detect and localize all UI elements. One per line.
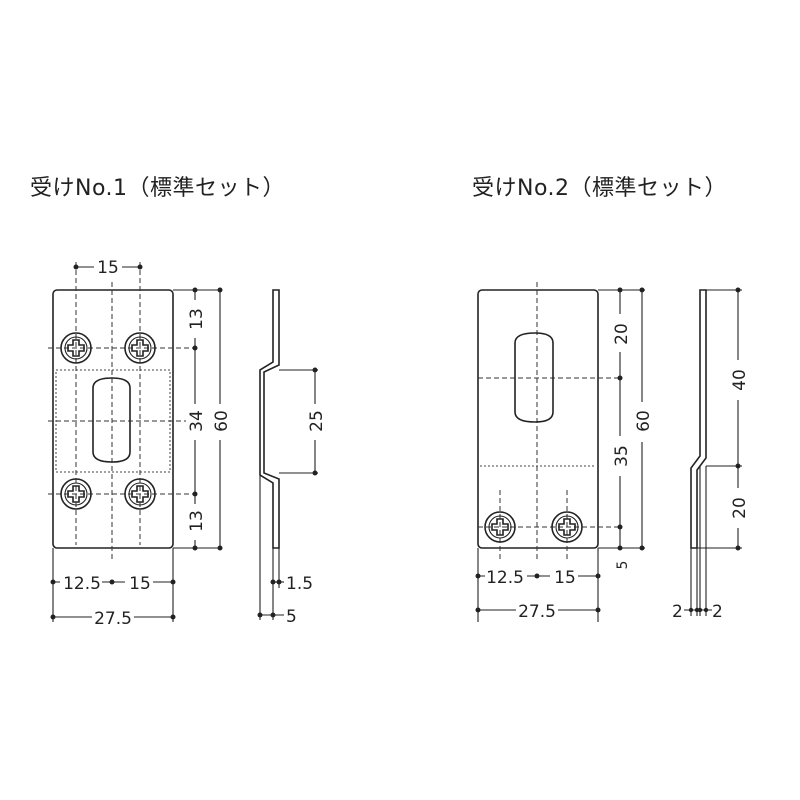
no1-dim-mid-height: 34: [187, 410, 207, 432]
no2-dim-bottom-left: 12.5: [486, 568, 524, 588]
no1-dim-bottom-spacing: 15: [129, 574, 151, 594]
title-no1: 受けNo.1（標準セット）: [30, 176, 286, 201]
no1-dim-side-height: 25: [307, 410, 327, 432]
no2-strike-slot: [514, 332, 554, 423]
no1-dim-total-height: 60: [212, 410, 232, 432]
no2-dim-bottom-spacing: 15: [554, 568, 576, 588]
no2-dim-side-left: 2: [672, 602, 683, 622]
no1-side-view: 25 1.5 5: [257, 289, 327, 627]
no2-dim-bottom-margin: 5: [615, 561, 631, 570]
no1-dim-bottom-margin: 13: [187, 510, 207, 532]
no2-dim-mid-height: 35: [612, 445, 632, 467]
no2-dim-total-width: 27.5: [518, 602, 556, 622]
no2-screw-left: [484, 511, 516, 543]
no1-screw-top-right: [124, 332, 156, 364]
no1-dim-top-margin: 13: [187, 308, 207, 330]
no1-dim-side-thickness: 1.5: [286, 574, 313, 594]
no2-front-view: 20 35 60 5 12.5 15 27.5: [475, 282, 654, 622]
no1-front-view: 15 13 34 60 13 12.5 15 27.5: [48, 256, 232, 629]
no2-side-view: 40 20 2 2: [672, 287, 750, 622]
no1-screw-bottom-right: [124, 478, 156, 510]
no1-dim-total-width: 27.5: [94, 609, 132, 629]
no1-plate-outline: [52, 289, 174, 549]
no1-dim-bottom-left: 12.5: [63, 574, 101, 594]
no2-screw-right: [551, 511, 583, 543]
no2-dim-total-height: 60: [634, 410, 654, 432]
no2-dim-top-margin: 20: [612, 323, 632, 345]
no2-dim-side-right: 2: [712, 602, 723, 622]
no1-strike-slot: [92, 377, 131, 463]
no1-side-profile: [259, 289, 280, 549]
no2-dim-side-lower: 20: [730, 497, 750, 519]
no2-dim-side-upper: 40: [730, 369, 750, 391]
no1-dim-side-depth: 5: [286, 607, 297, 627]
no1-screw-bottom-left: [60, 478, 92, 510]
no1-dim-top-spacing: 15: [97, 258, 119, 278]
no2-side-profile: [690, 289, 707, 549]
no2-plate-outline: [477, 289, 599, 549]
no1-screw-top-left: [60, 332, 92, 364]
title-no2: 受けNo.2（標準セット）: [472, 176, 728, 201]
